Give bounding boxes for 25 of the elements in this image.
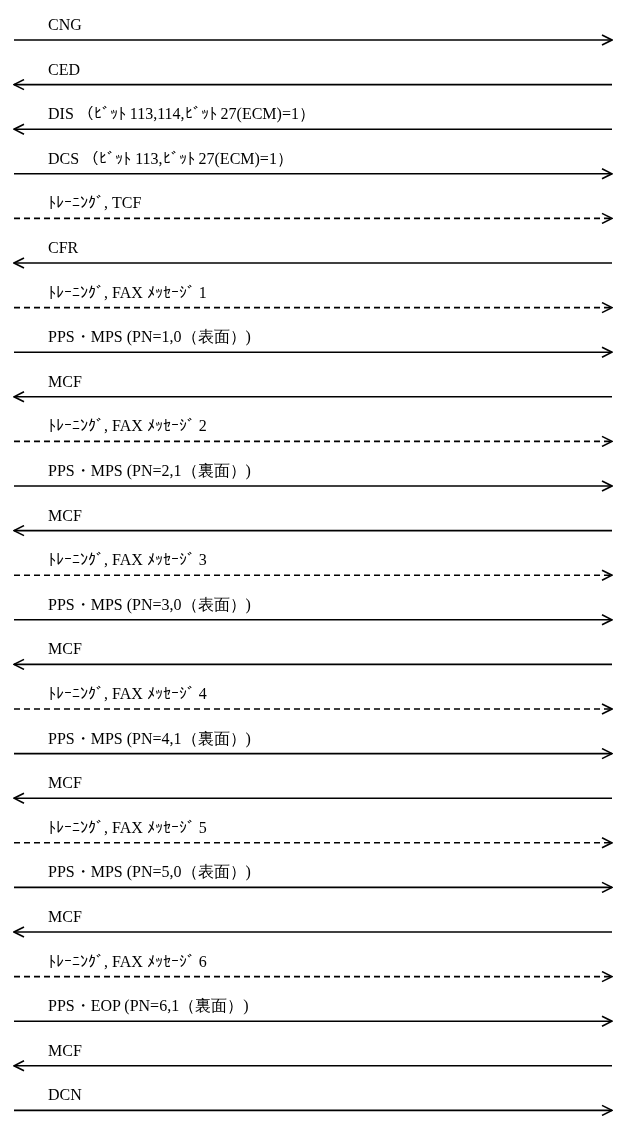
signal-label: MCF bbox=[48, 774, 82, 793]
signal-label: DCN bbox=[48, 1086, 82, 1105]
signal-label: ﾄﾚｰﾆﾝｸﾞ, FAX ﾒｯｾｰｼﾞ 6 bbox=[48, 952, 207, 971]
signal-label: CED bbox=[48, 60, 80, 79]
signal-label: MCF bbox=[48, 506, 82, 525]
signal-label: ﾄﾚｰﾆﾝｸﾞ, FAX ﾒｯｾｰｼﾞ 1 bbox=[48, 283, 207, 302]
signal-label: CNG bbox=[48, 16, 82, 34]
signal-label: MCF bbox=[48, 372, 82, 391]
signal-label: PPS・MPS (PN=1,0（表面）) bbox=[48, 328, 251, 347]
signal-label: DCS （ﾋﾞｯﾄ 113,ﾋﾞｯﾄ 27(ECM)=1） bbox=[48, 149, 293, 168]
signal-label: ﾄﾚｰﾆﾝｸﾞ, TCF bbox=[48, 194, 142, 213]
signal-label: PPS・EOP (PN=6,1（裏面）) bbox=[48, 997, 249, 1016]
signal-label: ﾄﾚｰﾆﾝｸﾞ, FAX ﾒｯｾｰｼﾞ 3 bbox=[48, 551, 207, 570]
signal-label: MCF bbox=[48, 640, 82, 659]
signal-label: ﾄﾚｰﾆﾝｸﾞ, FAX ﾒｯｾｰｼﾞ 4 bbox=[48, 685, 207, 703]
signal-label: DIS （ﾋﾞｯﾄ 113,114,ﾋﾞｯﾄ 27(ECM)=1） bbox=[48, 105, 315, 124]
signal-label: ﾄﾚｰﾆﾝｸﾞ, FAX ﾒｯｾｰｼﾞ 2 bbox=[48, 417, 207, 436]
signal-label: PPS・MPS (PN=3,0（表面）) bbox=[48, 595, 251, 614]
signal-label: PPS・MPS (PN=2,1（裏面）) bbox=[48, 462, 251, 480]
signal-label: ﾄﾚｰﾆﾝｸﾞ, FAX ﾒｯｾｰｼﾞ 5 bbox=[48, 818, 207, 837]
signal-label: MCF bbox=[48, 1041, 82, 1060]
signal-label: CFR bbox=[48, 239, 79, 257]
signal-label: MCF bbox=[48, 908, 82, 926]
signal-label: PPS・MPS (PN=5,0（表面）) bbox=[48, 863, 251, 882]
signal-label: PPS・MPS (PN=4,1（裏面）) bbox=[48, 729, 251, 748]
